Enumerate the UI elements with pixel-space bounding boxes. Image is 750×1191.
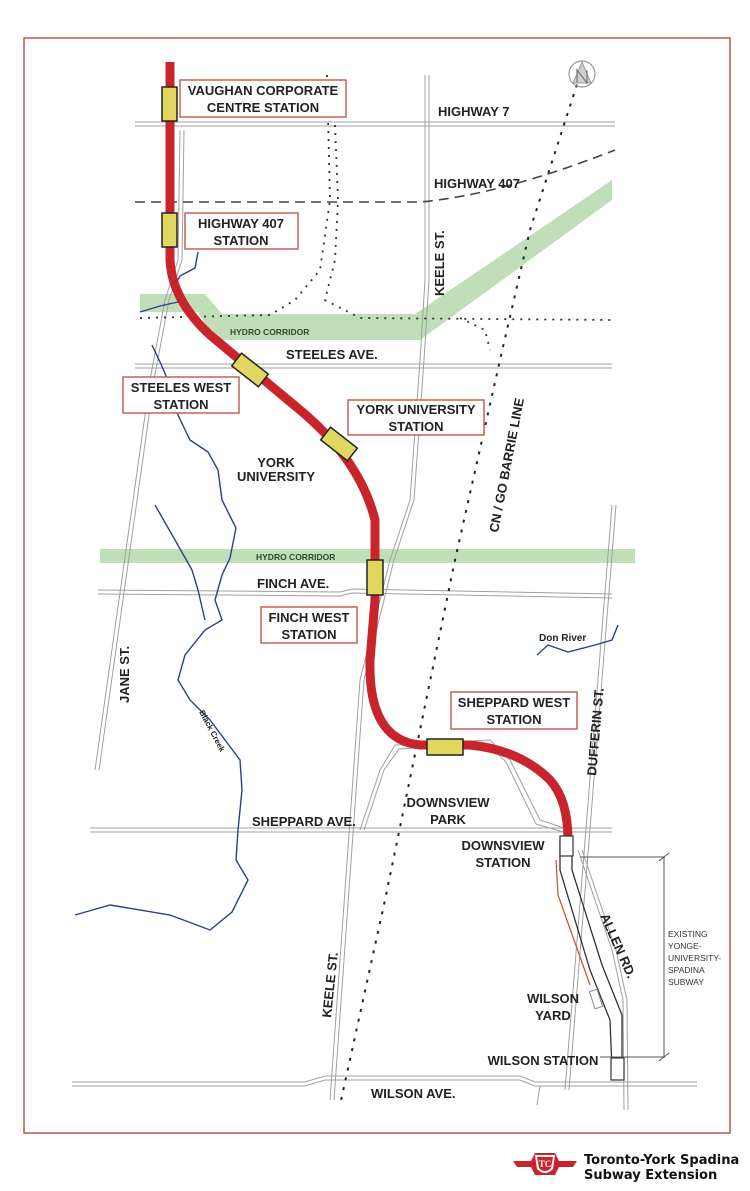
- svg-text:TC: TC: [539, 1159, 552, 1169]
- station-label-box-york-university: [347, 399, 485, 436]
- wilson-yard-label-1: WILSON: [527, 991, 579, 1006]
- station-markers: [161, 86, 464, 756]
- road-label-keele-south: KEELE ST.: [319, 951, 341, 1018]
- station-marker-sheppard-west[interactable]: [426, 738, 464, 756]
- station-label-downsview-2: STATION: [475, 855, 530, 870]
- station-label-sheppard-west-2: STATION: [486, 712, 541, 727]
- station-marker-vaughan[interactable]: [161, 86, 178, 122]
- station-label-sheppard-west-1: SHEPPARD WEST: [458, 695, 570, 710]
- planned-roads: [139, 74, 613, 351]
- ttc-logo-icon: TC: [513, 1153, 577, 1175]
- station-label-box-hwy407: [184, 212, 299, 250]
- station-label-steeles-west-1: STEELES WEST: [131, 380, 231, 395]
- road-label-wilson: WILSON AVE.: [371, 1086, 456, 1101]
- road-label-highway407: HIGHWAY 407: [434, 176, 520, 191]
- station-marker-wilson[interactable]: [610, 1057, 625, 1081]
- existing-subway-note-2: YONGE-: [668, 941, 702, 951]
- road-label-keele-north: KEELE ST.: [432, 230, 447, 296]
- station-label-box-finch-west: [260, 606, 358, 644]
- road-label-highway7: HIGHWAY 7: [438, 104, 510, 119]
- existing-subway-bracket: [580, 852, 670, 1062]
- station-label-wilson: WILSON STATION: [488, 1053, 599, 1068]
- station-label-finch-west-1: FINCH WEST: [269, 610, 350, 625]
- hydro-corridor-north: [140, 180, 612, 340]
- station-label-downsview-1: DOWNSVIEW: [461, 838, 545, 853]
- station-label-hwy407-1: HIGHWAY 407: [198, 216, 284, 231]
- station-label-vaughan-2: CENTRE STATION: [207, 100, 319, 115]
- hydro-corridor-label-north: HYDRO CORRIDOR: [230, 327, 309, 337]
- station-label-york-university-1: YORK UNIVERSITY: [356, 402, 476, 417]
- york-university-label-1: YORK: [257, 455, 295, 470]
- subway-extension-line: [165, 62, 573, 841]
- road-label-steeles: STEELES AVE.: [286, 347, 378, 362]
- wilson-yard-label-2: YARD: [535, 1008, 571, 1023]
- station-label-steeles-west-2: STATION: [153, 397, 208, 412]
- existing-subway-note-1: EXISTING: [668, 929, 708, 939]
- station-marker-steeles-west[interactable]: [230, 352, 270, 388]
- road-label-finch: FINCH AVE.: [257, 576, 329, 591]
- existing-subway-note-4: SPADINA: [668, 965, 705, 975]
- station-label-finch-west-2: STATION: [281, 627, 336, 642]
- existing-subway-note-5: SUBWAY: [668, 977, 704, 987]
- york-university-label-2: UNIVERSITY: [237, 469, 315, 484]
- station-label-york-university-2: STATION: [388, 419, 443, 434]
- station-marker-finch-west[interactable]: [366, 559, 384, 596]
- don-river-label: Don River: [539, 633, 586, 644]
- logo-text-line2: Subway Extension: [584, 1168, 717, 1183]
- station-marker-downsview[interactable]: [559, 835, 574, 857]
- existing-subway-note-3: UNIVERSITY-: [668, 953, 721, 963]
- existing-subway: [555, 840, 623, 1071]
- wilson-yard-icon: [588, 988, 604, 1010]
- highway-407: [135, 149, 616, 203]
- hydro-corridor-south: [100, 549, 635, 563]
- logo-text-line1: Toronto-York Spadina: [584, 1153, 739, 1168]
- downsview-park-label-2: PARK: [430, 812, 466, 827]
- station-marker-hwy407[interactable]: [161, 212, 178, 248]
- station-label-hwy407-2: STATION: [213, 233, 268, 248]
- downsview-park-label-1: DOWNSVIEW: [406, 795, 490, 810]
- station-label-box-sheppard-west: [450, 691, 578, 730]
- station-marker-york-university[interactable]: [319, 426, 359, 462]
- station-label-box-vaughan: [179, 79, 347, 118]
- road-label-sheppard: SHEPPARD AVE.: [252, 814, 356, 829]
- road-label-jane: JANE ST.: [117, 646, 132, 703]
- north-arrow-icon: [568, 60, 596, 88]
- station-label-box-steeles-west: [122, 376, 240, 414]
- hydro-corridor-label-south: HYDRO CORRIDOR: [256, 552, 335, 562]
- station-label-vaughan-1: VAUGHAN CORPORATE: [188, 83, 339, 98]
- road-network: [72, 75, 697, 1111]
